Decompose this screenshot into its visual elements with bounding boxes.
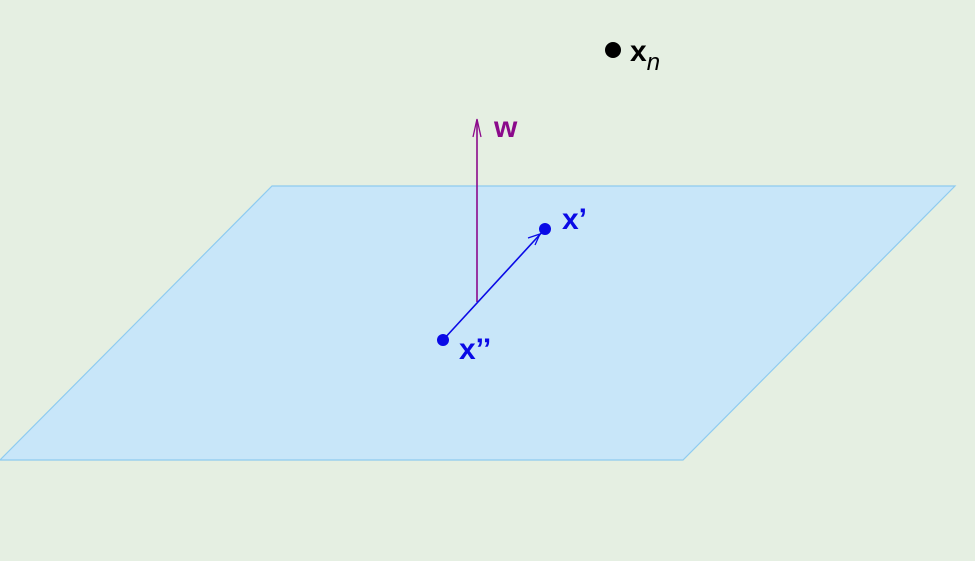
in-plane-vector-arrowhead	[527, 232, 542, 246]
label-xn-subscript: n	[647, 49, 660, 76]
point-xn	[605, 42, 621, 58]
label-w: w	[493, 111, 518, 144]
label-x-prime: x’	[562, 203, 587, 236]
in-plane-vector	[442, 228, 546, 341]
label-x-double-prime: x’’	[459, 333, 491, 366]
point-x-prime	[539, 223, 551, 235]
point-x-double-prime	[437, 334, 449, 346]
hyperplane	[0, 185, 957, 461]
normal-vector-arrowhead	[472, 118, 482, 138]
label-xn: xn	[630, 35, 660, 76]
label-xn-main: x	[630, 35, 647, 68]
